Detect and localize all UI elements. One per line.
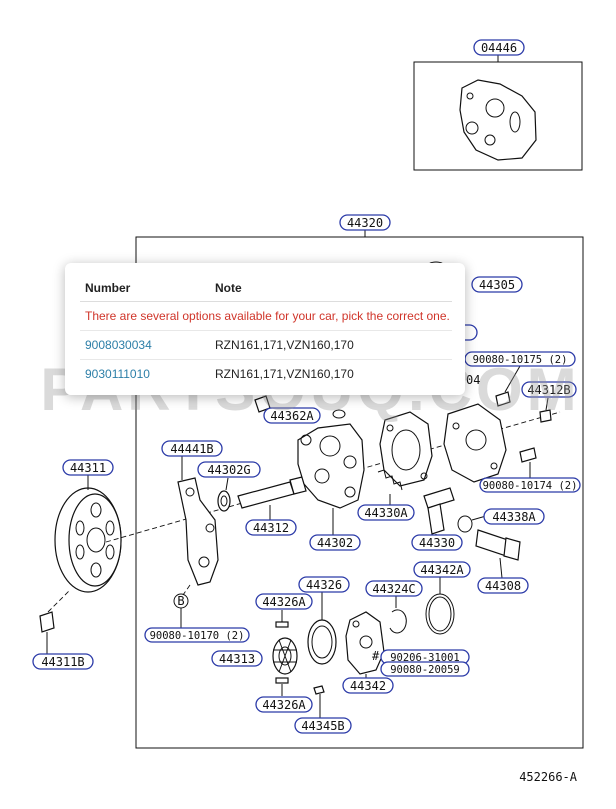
callout-44312[interactable]: 44312: [245, 519, 297, 536]
svg-text:90080-10170 (2): 90080-10170 (2): [150, 630, 245, 642]
callout-44345B[interactable]: 44345B: [294, 717, 352, 734]
figure-code: 452266-A: [519, 770, 578, 784]
spring-drawing: [377, 469, 403, 491]
callout-44320[interactable]: 44320: [339, 214, 391, 231]
flow-valve-drawing: [423, 487, 455, 509]
callout-44302G[interactable]: 44302G: [197, 461, 261, 478]
part-note: RZN161,171,VZN160,170: [210, 330, 452, 360]
svg-text:44338A: 44338A: [492, 510, 536, 524]
callout-90080-20059[interactable]: 90080-20059: [380, 661, 470, 677]
callout-44313[interactable]: 44313: [211, 650, 263, 667]
callout-44308[interactable]: 44308: [477, 577, 529, 594]
svg-text:44326A: 44326A: [262, 595, 306, 609]
svg-text:44311: 44311: [70, 461, 106, 475]
callout-44342[interactable]: 44342: [342, 677, 394, 694]
callout-44342A[interactable]: 44342A: [413, 561, 471, 578]
callout-44326A-bottom[interactable]: 44326A: [255, 696, 313, 713]
callout-04446[interactable]: 04446: [473, 39, 525, 56]
callout-44326A-top[interactable]: 44326A: [255, 593, 313, 610]
pump-assembly-box: [135, 236, 584, 749]
callout-44338A[interactable]: 44338A: [483, 508, 545, 525]
callout-B: B: [177, 594, 184, 608]
part-note: RZN161,171,VZN160,170: [215, 367, 354, 381]
svg-text:44311B: 44311B: [41, 655, 84, 669]
part-number-link[interactable]: 9008030034: [80, 330, 210, 360]
callout-90080-10170[interactable]: 90080-10170 (2): [144, 627, 250, 643]
warning-message: There are several options available for …: [80, 301, 452, 331]
callout-90206-31001[interactable]: # 90206-31001: [372, 649, 470, 665]
svg-text:44330: 44330: [419, 536, 455, 550]
svg-text:90206-31001: 90206-31001: [390, 652, 460, 664]
svg-text:44326: 44326: [306, 578, 342, 592]
callout-44362A[interactable]: 44362A: [263, 407, 321, 424]
gasket-kit-drawing: [459, 79, 537, 161]
callout-44324C[interactable]: 44324C: [365, 580, 423, 597]
svg-text:44362A: 44362A: [270, 409, 314, 423]
svg-text:44441B: 44441B: [170, 442, 213, 456]
svg-text:44313: 44313: [219, 652, 255, 666]
callout-90080-10175[interactable]: 90080-10175 (2): [464, 351, 576, 367]
table-header-row: Number Note: [80, 275, 452, 302]
o-ring-large-drawing: [425, 593, 455, 635]
table-row[interactable]: 9008030034 RZN161,171,VZN160,170: [80, 330, 452, 360]
svg-text:44342A: 44342A: [420, 563, 464, 577]
svg-text:44305: 44305: [479, 278, 515, 292]
pin-bottom-drawing: [275, 677, 289, 684]
pressure-plate-drawing: [345, 611, 385, 675]
vane-drawing: [313, 685, 325, 695]
part-options-table: Number Note There are several options av…: [80, 275, 452, 388]
svg-text:04446: 04446: [481, 41, 517, 55]
pump-body-drawing: [297, 423, 365, 509]
callout-04-partial: 04: [466, 373, 480, 387]
svg-text:44312B: 44312B: [527, 383, 570, 397]
svg-text:44324C: 44324C: [372, 582, 415, 596]
pin-top-drawing: [275, 621, 289, 628]
gasket-plate-drawing: [379, 411, 433, 487]
table-row[interactable]: 9030111010 RZN161,171,VZN160,170: [80, 360, 452, 389]
svg-text:90080-10174 (2): 90080-10174 (2): [483, 480, 578, 492]
callout-90080-10174[interactable]: 90080-10174 (2): [479, 477, 581, 493]
svg-text:44320: 44320: [347, 216, 383, 230]
callout-44330A[interactable]: 44330A: [357, 504, 415, 521]
svg-text:44326A: 44326A: [262, 698, 306, 712]
callout-44302[interactable]: 44302: [309, 534, 361, 551]
callout-44311B[interactable]: 44311B: [32, 653, 94, 670]
svg-text:44345B: 44345B: [301, 719, 344, 733]
svg-text:44308: 44308: [485, 579, 521, 593]
header-note: Note: [210, 275, 452, 302]
svg-text:#: #: [372, 649, 380, 663]
nut-drawing: [39, 611, 55, 633]
o-ring-small-drawing: [332, 409, 346, 419]
shaft-drawing: [237, 476, 307, 509]
rear-cover-drawing: [443, 403, 507, 483]
rotor-drawing: [272, 637, 298, 675]
svg-text:90080-10175 (2): 90080-10175 (2): [473, 354, 568, 366]
union-fitting-drawing: [475, 529, 521, 561]
warning-row: There are several options available for …: [80, 301, 452, 331]
callout-44305[interactable]: 44305: [471, 276, 523, 293]
callout-44441B[interactable]: 44441B: [161, 440, 223, 457]
snap-ring-drawing: [389, 609, 407, 634]
callout-44330[interactable]: 44330: [411, 534, 463, 551]
pulley-drawing: [54, 487, 122, 593]
svg-text:90080-20059: 90080-20059: [390, 664, 460, 676]
svg-text:44302G: 44302G: [207, 463, 250, 477]
svg-text:44302: 44302: [317, 536, 353, 550]
callout-44326[interactable]: 44326: [298, 576, 350, 593]
callout-44312B[interactable]: 44312B: [521, 381, 577, 398]
part-number-link[interactable]: 9030111010: [85, 367, 150, 381]
o-ring-valve-drawing: [457, 515, 473, 533]
svg-text:B: B: [177, 594, 184, 608]
part-options-popup: Number Note There are several options av…: [65, 263, 465, 395]
callout-44311[interactable]: 44311: [62, 459, 114, 476]
svg-text:44312: 44312: [253, 521, 289, 535]
svg-text:44330A: 44330A: [364, 506, 408, 520]
oil-seal-drawing: [217, 490, 231, 512]
svg-text:04: 04: [466, 373, 480, 387]
svg-text:44342: 44342: [350, 679, 386, 693]
header-number: Number: [80, 275, 210, 302]
